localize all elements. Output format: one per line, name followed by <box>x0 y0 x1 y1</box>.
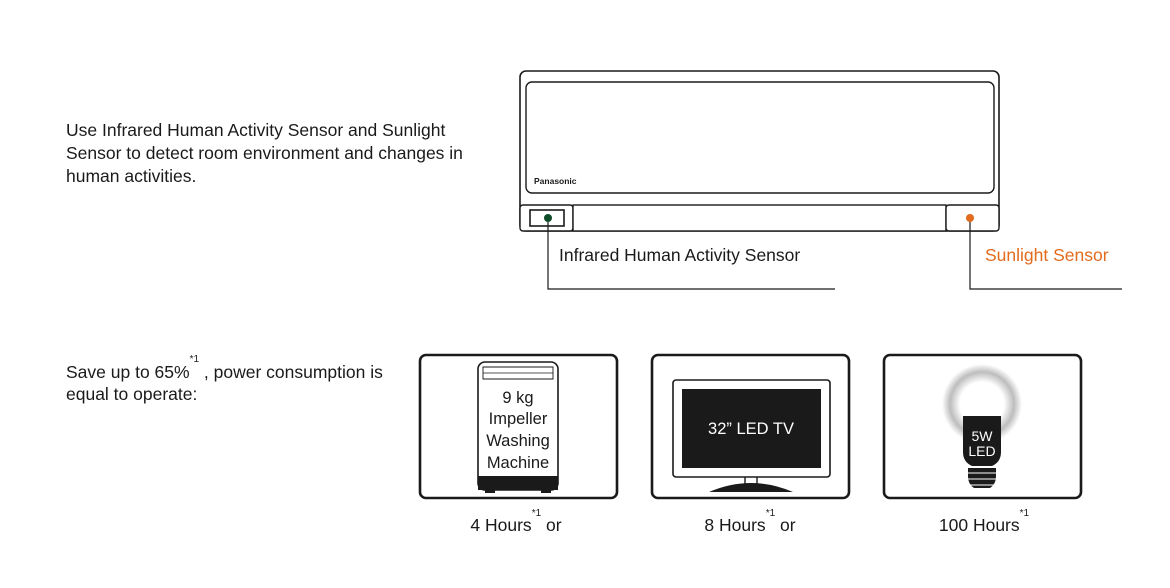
washer-line-4: Machine <box>487 454 549 472</box>
tv-stand <box>709 483 793 492</box>
infrared-sensor-label: Infrared Human Activity Sensor <box>559 245 801 265</box>
savings-text: Save up to 65%*1 , power consumption is … <box>66 354 383 405</box>
tv-caption: 8 Hours*1 or <box>704 508 796 536</box>
tv-label: 32” LED TV <box>708 420 794 438</box>
washer-line-3: Washing <box>486 432 550 450</box>
washer-line-2: Impeller <box>489 410 548 428</box>
washer-line-1: 9 kg <box>502 389 533 407</box>
sunlight-leader-line <box>969 218 1122 290</box>
brand-logo: Panasonic <box>534 176 577 186</box>
sunlight-sensor-label: Sunlight Sensor <box>985 245 1109 265</box>
bulb-caption: 100 Hours*1 <box>938 508 1030 536</box>
bulb-body <box>963 416 1001 466</box>
tv-screen <box>682 389 821 468</box>
bulb-glow <box>942 364 1022 444</box>
washer-caption: 4 Hours*1 or <box>470 508 562 536</box>
washing-machine-icon <box>477 361 559 493</box>
washing-machine-card: 9 kg Impeller Washing Machine <box>418 353 619 500</box>
light-bulb-icon <box>942 364 1022 488</box>
led-bulb-card: 5W LED <box>882 353 1083 500</box>
led-tv-card: 32” LED TV <box>650 353 851 500</box>
bulb-type-label: LED <box>968 443 995 459</box>
sunlight-marker-dot <box>966 214 974 222</box>
tv-icon <box>672 379 831 492</box>
infrared-leader-line <box>547 218 835 290</box>
infrared-marker-dot <box>544 214 552 222</box>
ac-front-panel <box>525 81 995 194</box>
bulb-watt-label: 5W <box>972 428 994 444</box>
intro-text: Use Infrared Human Activity Sensor and S… <box>66 120 463 186</box>
